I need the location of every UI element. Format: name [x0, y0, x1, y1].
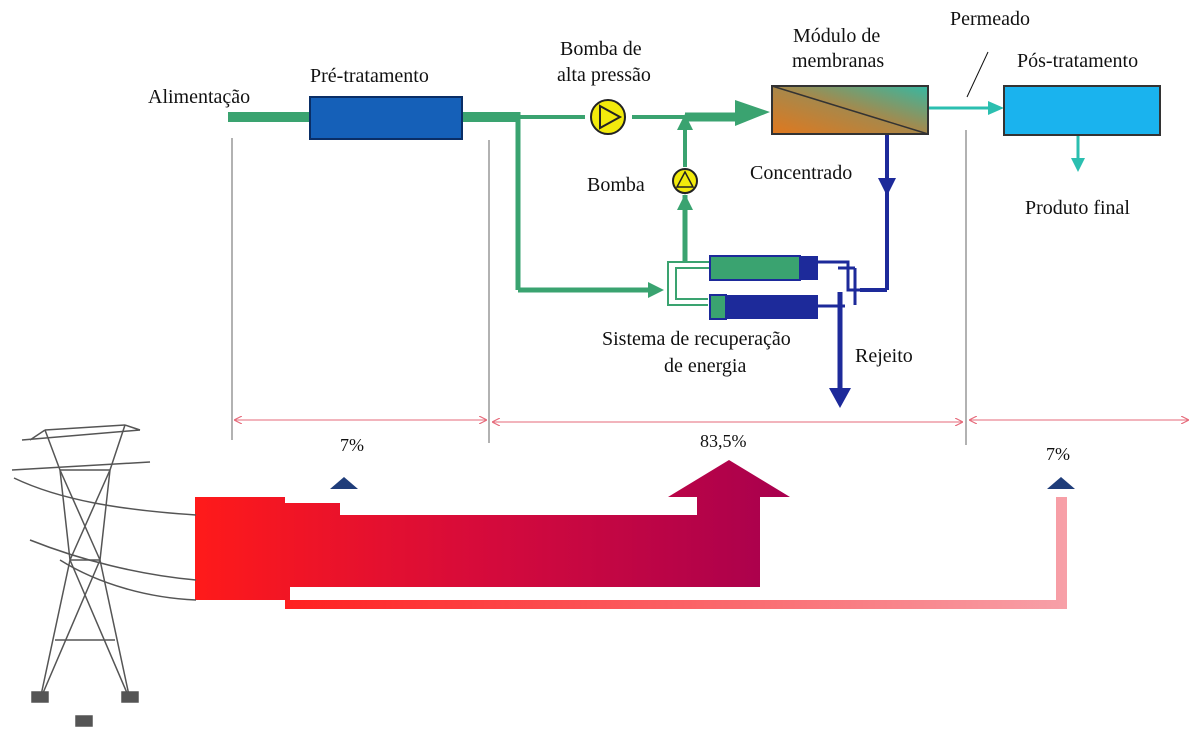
concentrate-label: Concentrado — [750, 162, 852, 184]
post-treatment-share: 7% — [1046, 444, 1070, 464]
module-label-2: membranas — [792, 50, 884, 72]
pretreatment-label: Pré-tratamento — [310, 65, 429, 87]
concentrate-line — [860, 135, 896, 292]
high-pressure-pump-icon — [590, 99, 626, 135]
reject-label: Rejeito — [855, 345, 913, 367]
permeate-line — [928, 51, 1004, 115]
product-line — [1071, 135, 1085, 172]
split-lines — [515, 112, 664, 298]
booster-pump-icon — [672, 168, 698, 194]
post-treatment-marker — [1047, 477, 1075, 489]
energy-flow — [195, 460, 1067, 609]
energy-recovery-system — [667, 255, 860, 320]
hp-pump-label-2: alta pressão — [557, 64, 651, 86]
booster-pump-label: Bomba — [587, 174, 645, 196]
posttreatment-label: Pós-tratamento — [1017, 50, 1138, 72]
module-label-1: Módulo de — [793, 25, 880, 47]
pre-treatment-marker — [330, 477, 358, 489]
final-product-label: Produto final — [1025, 197, 1130, 219]
permeate-label: Permeado — [950, 8, 1030, 30]
feed-label: Alimentação — [148, 86, 250, 108]
membrane-module — [771, 85, 929, 135]
ro-section-share: 83,5% — [700, 431, 747, 451]
erd-label-2: de energia — [664, 355, 746, 377]
pretreatment-box — [309, 96, 463, 140]
pre-treatment-share: 7% — [340, 435, 364, 455]
transmission-tower-icon — [11, 424, 197, 727]
posttreatment-box — [1003, 85, 1161, 136]
divider-lines — [231, 130, 967, 445]
booster-line — [677, 194, 693, 262]
dimension-lines — [235, 420, 1188, 422]
erd-label-1: Sistema de recuperação — [602, 328, 791, 350]
hp-pump-label-1: Bomba de — [560, 38, 642, 60]
reject-line — [829, 266, 857, 408]
hp-line — [632, 100, 770, 167]
